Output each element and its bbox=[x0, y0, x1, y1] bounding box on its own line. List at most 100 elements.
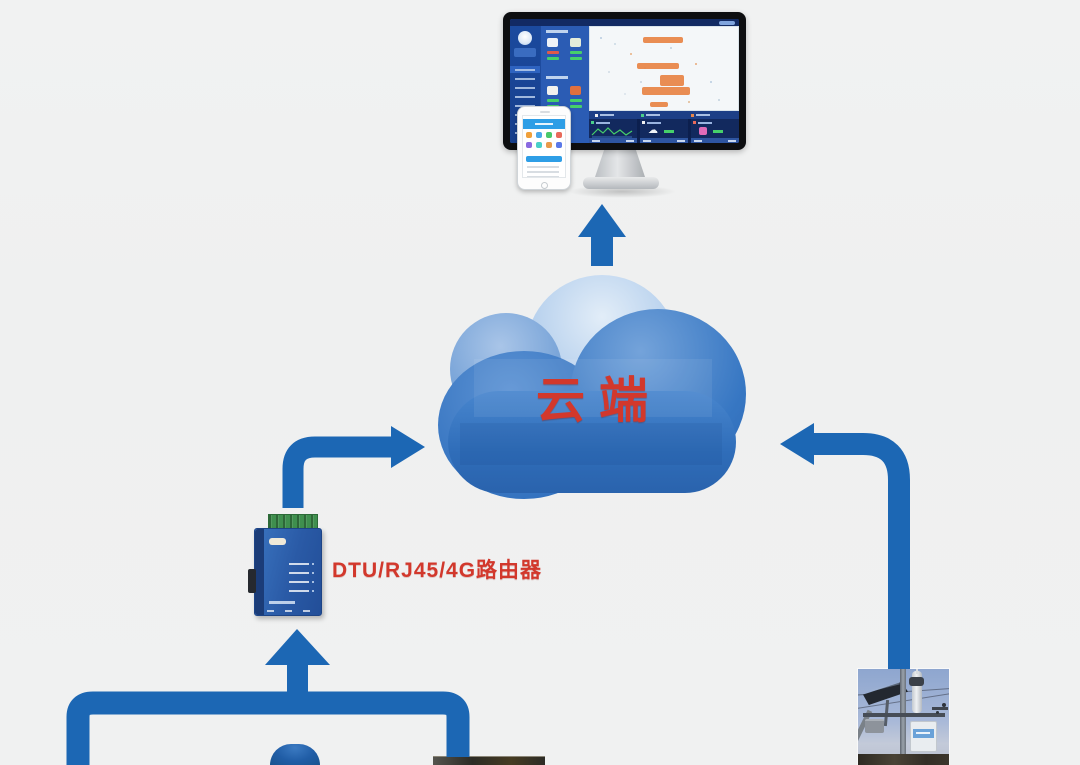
dtu-side-panel bbox=[255, 529, 264, 615]
sensor-mast bbox=[912, 671, 922, 713]
anemometer-cup bbox=[936, 711, 939, 714]
anemometer-cup bbox=[942, 703, 946, 707]
app-icon bbox=[556, 132, 562, 138]
sidebar-item bbox=[515, 78, 535, 80]
panel-value bbox=[664, 130, 674, 133]
app-list-row bbox=[527, 166, 559, 168]
user-nameplate bbox=[514, 48, 536, 57]
message-panel bbox=[691, 119, 739, 143]
panel-header-icon bbox=[591, 121, 594, 124]
sidebar-item bbox=[515, 69, 535, 71]
map-label bbox=[643, 37, 683, 43]
map-label bbox=[642, 87, 690, 95]
weather-station-photo bbox=[858, 669, 949, 765]
logger-label bbox=[913, 729, 934, 738]
app-banner bbox=[523, 119, 565, 129]
avatar bbox=[518, 31, 532, 45]
serial-port bbox=[248, 569, 256, 593]
stat-value bbox=[547, 99, 559, 102]
stat-value bbox=[570, 99, 582, 102]
arrow-devices-to-dtu bbox=[66, 629, 470, 765]
topbar-button bbox=[719, 21, 735, 25]
panel-header-text bbox=[596, 121, 610, 124]
phone bbox=[517, 106, 571, 190]
cross-arm bbox=[863, 713, 945, 717]
sidebar-item bbox=[515, 87, 535, 89]
app-icon bbox=[556, 142, 562, 148]
stats-section-title bbox=[546, 30, 568, 33]
data-logger-box bbox=[910, 721, 937, 752]
dashboard-bottom-panels: ☁ bbox=[589, 119, 739, 143]
cloud-shade-band bbox=[460, 423, 722, 465]
arrow-station-to-cloud bbox=[780, 423, 910, 669]
app-icon bbox=[526, 132, 532, 138]
panel-footer bbox=[589, 138, 637, 143]
app-icon bbox=[536, 142, 542, 148]
app-icon bbox=[546, 132, 552, 138]
stat-value bbox=[570, 51, 582, 54]
dtu-body bbox=[248, 528, 322, 616]
panel-header-text bbox=[647, 121, 661, 124]
line-chart bbox=[591, 127, 633, 138]
stat-icon bbox=[547, 86, 558, 95]
port-marking bbox=[303, 610, 310, 612]
sensor-dome-device bbox=[270, 744, 320, 765]
map-label bbox=[660, 75, 684, 86]
map-label bbox=[650, 102, 668, 107]
weather-panel: ☁ bbox=[640, 119, 688, 143]
sensor-arm bbox=[932, 707, 948, 710]
camera-housing bbox=[909, 677, 924, 686]
monitor-stand-neck bbox=[594, 149, 646, 180]
sidebar-item bbox=[515, 96, 535, 98]
legend-swatch bbox=[691, 114, 694, 117]
station-pole bbox=[900, 669, 906, 765]
cloud-highlight-band bbox=[474, 359, 712, 417]
dtu-router-device bbox=[248, 514, 328, 622]
map-legend bbox=[589, 111, 739, 119]
led-label bbox=[289, 563, 314, 565]
panel-header-icon bbox=[642, 121, 645, 124]
cloud-icon: ☁ bbox=[648, 125, 658, 136]
legend-text bbox=[600, 114, 614, 116]
legend-text bbox=[646, 114, 660, 116]
monitor-stand-base bbox=[583, 177, 659, 189]
app-icon bbox=[536, 132, 542, 138]
dashboard-map bbox=[589, 26, 739, 111]
cloud-shape: 云端 bbox=[438, 273, 746, 501]
message-icon bbox=[699, 127, 707, 135]
stat-value bbox=[547, 57, 559, 60]
ground-foliage bbox=[858, 754, 949, 765]
arrow-cloud-to-monitor bbox=[578, 204, 626, 266]
phone-home-button bbox=[541, 182, 548, 189]
led-label bbox=[289, 581, 314, 583]
map-marker-dots bbox=[600, 37, 602, 39]
model-label bbox=[269, 601, 295, 604]
brand-logo bbox=[269, 538, 286, 545]
app-list-row bbox=[527, 171, 559, 173]
phone-screen bbox=[522, 115, 566, 178]
panel-footer bbox=[640, 138, 688, 143]
phone-speaker bbox=[540, 111, 550, 113]
arrow-dtu-to-cloud bbox=[282, 426, 425, 508]
led-label bbox=[289, 590, 314, 592]
app-icon bbox=[546, 142, 552, 148]
stats-section-title bbox=[546, 76, 568, 79]
legend-swatch bbox=[595, 114, 598, 117]
antenna bbox=[916, 669, 918, 674]
port-marking bbox=[267, 610, 274, 612]
map-label bbox=[637, 63, 679, 69]
app-list-row bbox=[527, 176, 559, 177]
legend-text bbox=[696, 114, 710, 116]
panel-value bbox=[713, 130, 723, 133]
stat-value bbox=[547, 51, 559, 54]
port-marking bbox=[285, 610, 292, 612]
cloud-base bbox=[448, 391, 736, 493]
stat-icon bbox=[570, 86, 581, 95]
legend-swatch bbox=[641, 114, 644, 117]
chart-panel bbox=[589, 119, 637, 143]
stat-value bbox=[570, 57, 582, 60]
app-icon bbox=[526, 142, 532, 148]
stat-icon bbox=[547, 38, 558, 47]
dashboard-topbar bbox=[510, 19, 739, 26]
led-label bbox=[289, 572, 314, 574]
